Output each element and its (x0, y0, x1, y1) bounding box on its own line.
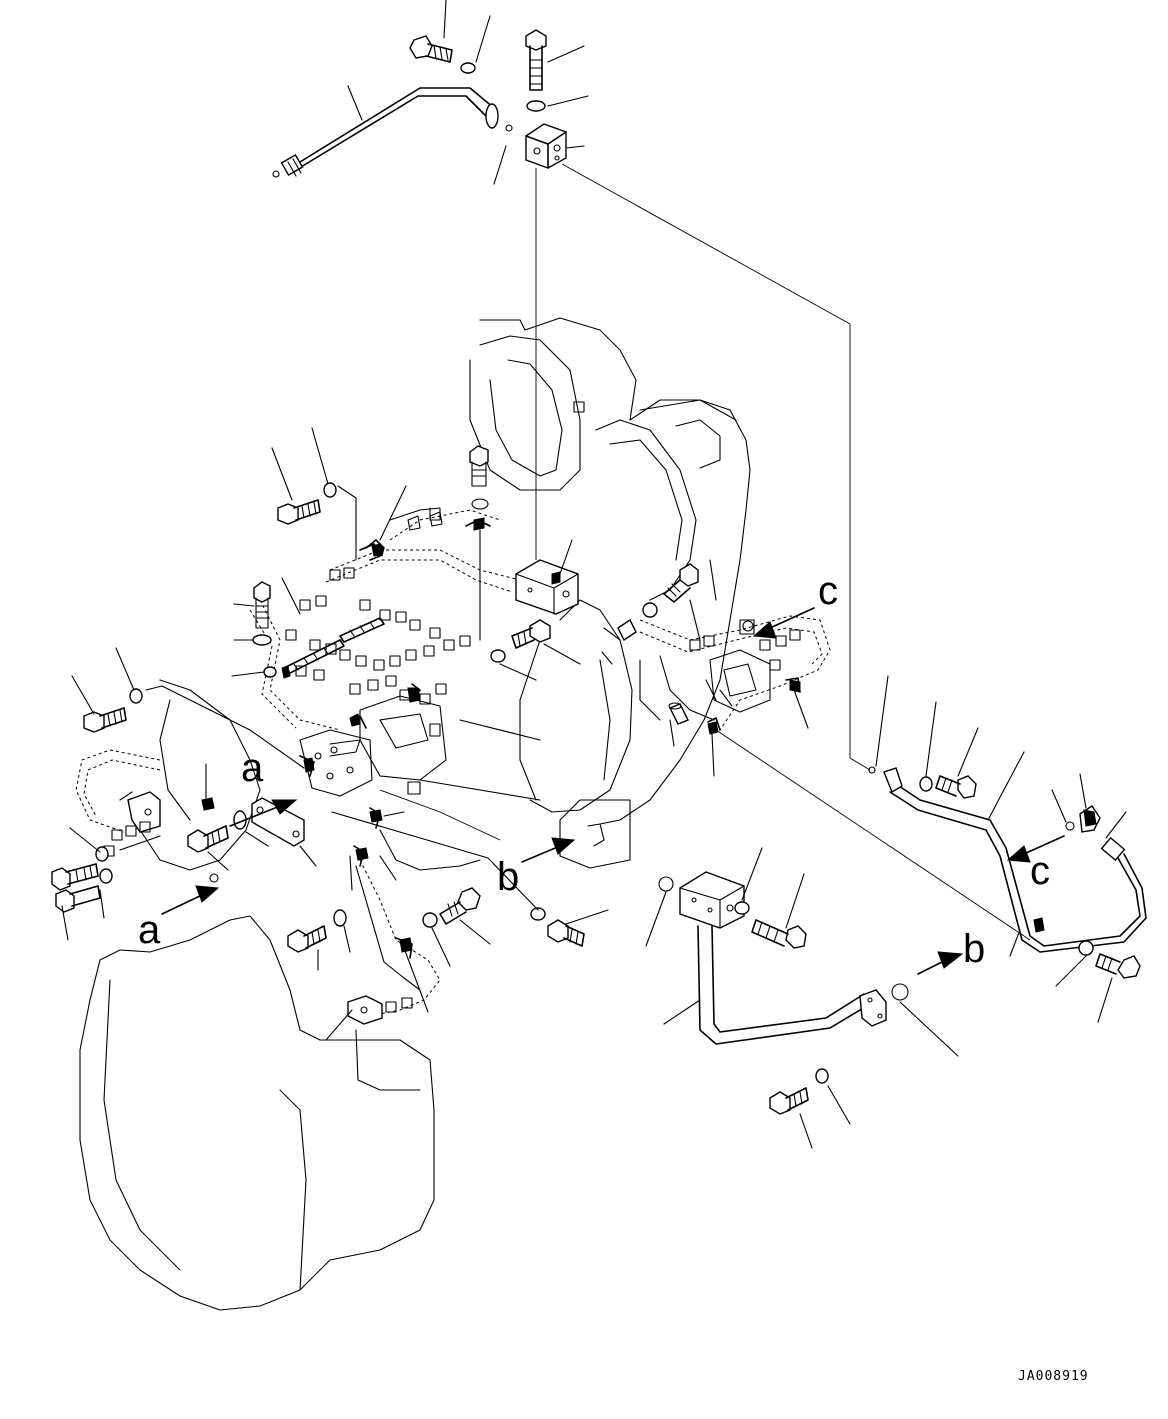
bracket-plate (251, 797, 305, 847)
washer-lower-center-3 (530, 907, 546, 921)
bolt-left-mid (83, 707, 127, 733)
tube-c-flange (883, 767, 903, 794)
center-valve-block (515, 559, 579, 615)
center-washer (471, 498, 489, 510)
center-clamp (465, 517, 491, 531)
elbow-fitting (1079, 805, 1101, 833)
bolt-far-right (1095, 953, 1141, 979)
oring-c (1065, 821, 1075, 831)
bolt-left-upper (277, 499, 321, 525)
top-bolt-right (525, 29, 547, 91)
bolt-pair-lower-left (51, 863, 101, 913)
washer-right-upper (642, 602, 658, 618)
top-tube-flange (485, 103, 499, 129)
tube-c-nut (1100, 836, 1126, 862)
top-valve-block (525, 123, 567, 169)
bolt-bottom-right (769, 1087, 809, 1115)
clamp-center-lower (369, 807, 383, 829)
connector-cluster-left (103, 821, 151, 857)
clamp-small-left (201, 797, 215, 811)
lower-center-clamp (407, 683, 421, 703)
view-label-c-lower: c (1030, 849, 1050, 893)
top-washer-left (460, 62, 476, 74)
bolt-lower-center-2 (439, 887, 481, 925)
bolt-block-b (751, 919, 807, 949)
arrow-c-lower (1006, 835, 1065, 863)
washer-block-b (734, 901, 750, 915)
central-harness (249, 445, 579, 797)
oring-b (658, 876, 674, 892)
top-washer-right (526, 100, 546, 112)
top-tube (299, 87, 495, 163)
arrow-a-upper (229, 799, 298, 827)
connector-block-grid (285, 567, 471, 705)
top-bolt-left (409, 35, 453, 63)
view-arrows (161, 607, 1065, 975)
top-tube-nut (280, 153, 304, 177)
lower-body-outline (79, 679, 481, 1311)
top-tube-assembly (272, 0, 871, 771)
clamp-right-lower (707, 717, 721, 735)
view-label-b-right: b (963, 927, 985, 971)
view-label-c-upper: c (818, 569, 838, 613)
arrow-b-right (917, 951, 964, 975)
harness-rail-right (339, 617, 385, 643)
right-valve-cluster (639, 615, 831, 731)
nut-left-vertical (263, 666, 277, 678)
clamp-right (785, 677, 801, 693)
clamp-upper (365, 539, 385, 557)
bolt-left-vertical (253, 581, 271, 629)
control-valve-body (299, 695, 447, 797)
washer-lower-left-1 (95, 846, 109, 862)
right-center-parts (490, 563, 1031, 1149)
top-oring (272, 170, 280, 178)
bracket-lower (347, 995, 383, 1025)
tube-b-flange (859, 989, 887, 1027)
washer-center-right (490, 649, 506, 663)
tube-b (697, 925, 871, 1045)
clamp-hose-left-lower (353, 845, 369, 867)
transmission-housing (419, 317, 751, 869)
front-clip (349, 713, 367, 729)
left-parts (51, 427, 407, 941)
washer-left-vertical (252, 634, 272, 646)
clamp-bracket-side (299, 755, 315, 777)
washer-lower-left-2 (99, 868, 113, 884)
bolt-lower-center-1 (287, 925, 327, 953)
tube-c (889, 779, 1141, 947)
view-label-a-upper: a (241, 746, 264, 790)
washer-bottom-right (815, 1068, 829, 1084)
sleeve-right (668, 702, 689, 725)
arrow-c-upper (752, 607, 815, 639)
washer-far-right (1078, 940, 1094, 956)
clip-tube-c (1033, 917, 1045, 933)
view-label-b-left: b (497, 855, 519, 899)
bracket-left (127, 791, 161, 833)
bolt-right-upper (663, 563, 699, 603)
bolt-center-right (511, 619, 551, 649)
lower-center-parts (287, 789, 609, 1041)
fitting-right (601, 618, 637, 665)
arrow-b-left (521, 837, 576, 863)
bolt-mid-left (187, 825, 229, 853)
bolt-lower-center-3 (547, 919, 585, 947)
oring-b-right (891, 983, 909, 1001)
view-label-a-lower: a (138, 908, 161, 952)
washer-lower-center-1 (333, 909, 347, 927)
washer-lower-center-2 (422, 912, 438, 928)
arrow-a-lower (161, 885, 220, 915)
block-b (679, 871, 745, 929)
far-right-tube-assembly (868, 675, 1147, 1023)
harness-rail-left (281, 639, 345, 679)
washer-left-mid (129, 688, 143, 704)
washer-left-upper (323, 482, 337, 498)
center-vertical-bolt (469, 445, 489, 487)
washer-right-c (919, 776, 933, 792)
drawing-id: JA008919 (1018, 1369, 1089, 1384)
small-oring-left (209, 873, 219, 883)
bolt-right-c (935, 775, 977, 799)
